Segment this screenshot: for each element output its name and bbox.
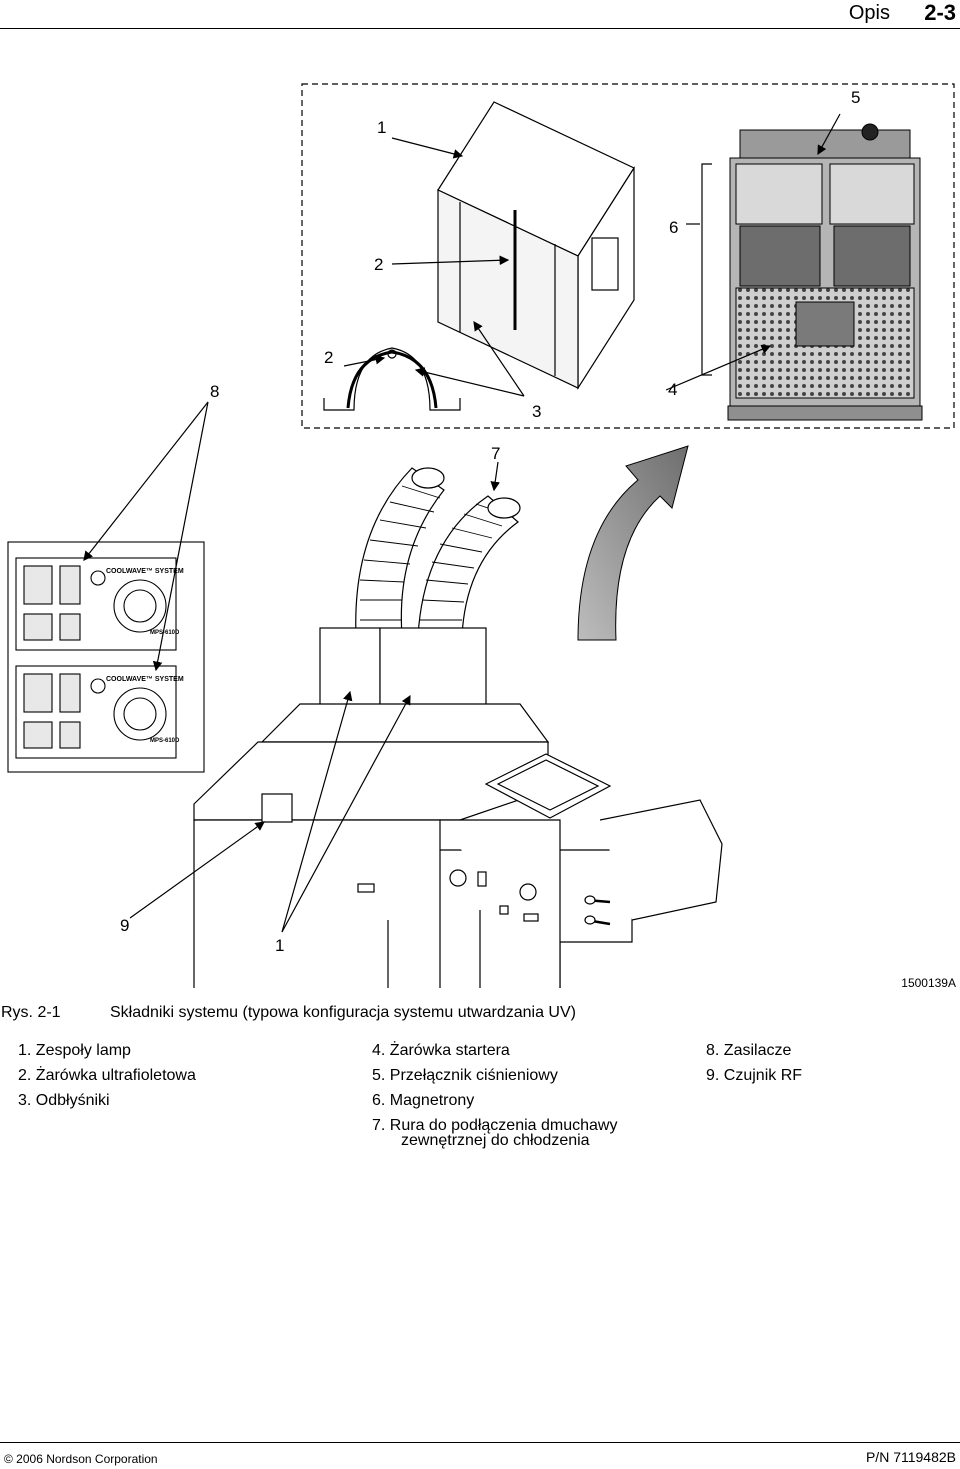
callout-3: 3: [532, 402, 542, 421]
legend-column-1: 1. Zespoły lamp 2. Żarówka ultrafioletow…: [18, 1038, 196, 1113]
page-number: 2-3: [924, 0, 956, 25]
callout-1-top: 1: [377, 118, 387, 137]
legend-item: 5. Przełącznik ciśnieniowy: [372, 1067, 558, 1084]
legend-item: 7. Rura do podłączenia dmuchawy: [372, 1117, 618, 1134]
panel-model-lower: MPS-610D: [150, 738, 180, 744]
blower-hoses: [355, 467, 521, 637]
legend-item-continuation: zewnętrznej do chłodzenia: [372, 1132, 617, 1150]
conveyor-drawing: [193, 627, 723, 988]
page-footer: © 2006 Nordson Corporation P/N 7119482B: [0, 1442, 960, 1469]
legend-item: 9. Czujnik RF: [706, 1067, 803, 1084]
callout-6: 6: [669, 218, 679, 237]
caption-label: Rys. 2-1: [1, 1004, 61, 1021]
reflector-drawing: [323, 347, 461, 411]
legend-item-cont-text: zewnętrznej do chłodzenia: [401, 1132, 590, 1149]
legend-item: 1. Zespoły lamp: [18, 1042, 131, 1059]
airflow-arrow: [577, 445, 689, 641]
figure-drawing: [7, 83, 955, 988]
panel-brand-upper: COOLWAVE™ SYSTEM: [106, 568, 184, 575]
footer-rule: [0, 1442, 960, 1443]
figure-id: 1500139A: [901, 976, 956, 990]
caption-text: Składniki systemu (typowa konfiguracja s…: [110, 1004, 576, 1021]
callout-9: 9: [120, 916, 130, 935]
power-supplies-drawing: [7, 541, 205, 773]
callout-7: 7: [491, 444, 501, 463]
legend-item: 4. Żarówka startera: [372, 1042, 510, 1059]
legend-item: 2. Żarówka ultrafioletowa: [18, 1067, 196, 1084]
panel-brand-lower: COOLWAVE™ SYSTEM: [106, 676, 184, 683]
panel-model-upper: MPS-610D: [150, 630, 180, 636]
callout-4: 4: [668, 380, 678, 399]
callout-1-bottom: 1: [275, 936, 285, 955]
copyright: © 2006 Nordson Corporation: [4, 1452, 158, 1466]
lamp-housing-drawing: [437, 101, 635, 391]
legend-column-3: 8. Zasilacze 9. Czujnik RF: [706, 1038, 802, 1088]
callout-8: 8: [210, 382, 220, 401]
legend-item: 8. Zasilacze: [706, 1042, 792, 1059]
legend-column-2: 4. Żarówka startera 5. Przełącznik ciśni…: [372, 1038, 617, 1150]
legend-item: 3. Odbłyśniki: [18, 1092, 110, 1109]
magnetron-module-drawing: [727, 123, 923, 421]
part-number: P/N 7119482B: [865, 1449, 956, 1465]
legend-item: 6. Magnetrony: [372, 1092, 475, 1109]
callout-2-top: 2: [374, 255, 384, 274]
callout-2-reflector: 2: [324, 348, 334, 367]
section-title: Opis: [848, 2, 890, 24]
detail-box: [301, 83, 955, 429]
callout-5: 5: [851, 88, 861, 107]
page-header: Opis 2-3: [0, 0, 960, 30]
system-figure: 5 1 6 2 2 8 4 3 7 9 1 COOLWAVE™ SYSTEM M…: [0, 30, 960, 990]
header-rule: [0, 28, 960, 29]
